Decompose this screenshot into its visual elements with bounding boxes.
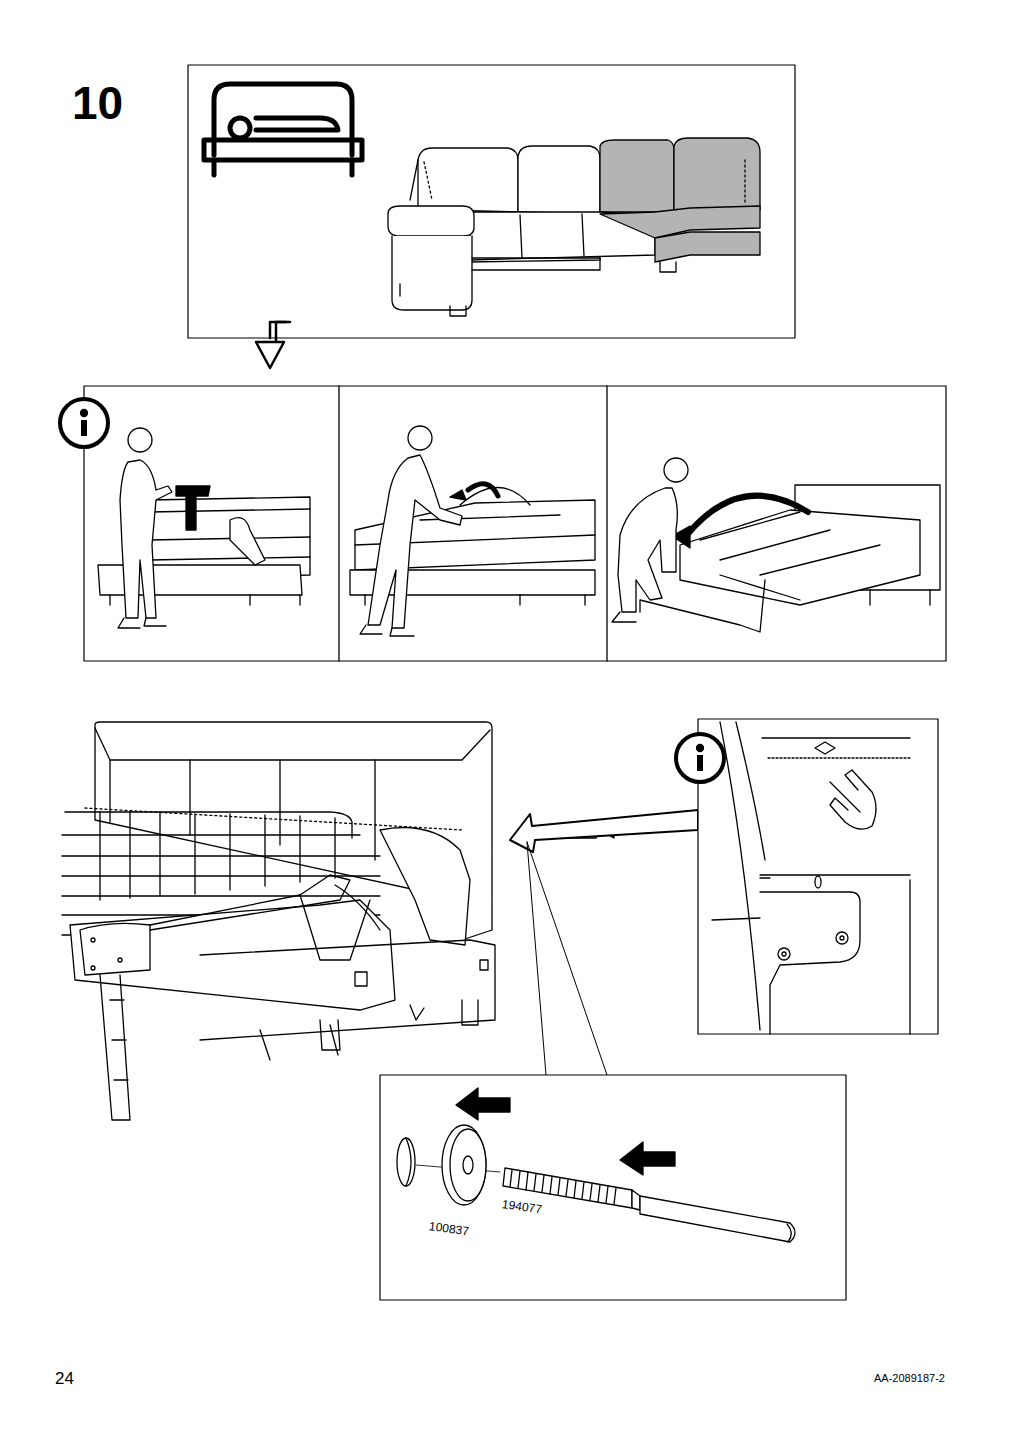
sofa-bed-frame bbox=[62, 722, 495, 1120]
document-code: AA-2089187-2 bbox=[874, 1373, 945, 1384]
info-icon bbox=[676, 734, 724, 782]
zoom-frame bbox=[380, 1075, 846, 1300]
detail-frame bbox=[698, 719, 938, 1034]
step-frame bbox=[188, 65, 795, 338]
page-number: 24 bbox=[55, 1370, 74, 1387]
hollow-arrow bbox=[510, 810, 698, 852]
person-pulling-frame bbox=[350, 426, 595, 636]
step-number: 10 bbox=[72, 80, 123, 126]
detail-bracket bbox=[712, 722, 910, 1034]
info-panels bbox=[84, 386, 946, 661]
push-arrow bbox=[620, 1142, 675, 1175]
zoom-lines bbox=[527, 842, 607, 1075]
info-icon bbox=[60, 399, 108, 447]
sofa-bed-icon bbox=[204, 84, 362, 175]
person-unfolding-bed bbox=[612, 458, 940, 632]
push-arrow bbox=[456, 1088, 510, 1120]
sofa-drawing bbox=[388, 138, 760, 316]
washer-and-bolt bbox=[397, 1125, 795, 1242]
person-removing-cushion bbox=[98, 428, 310, 628]
